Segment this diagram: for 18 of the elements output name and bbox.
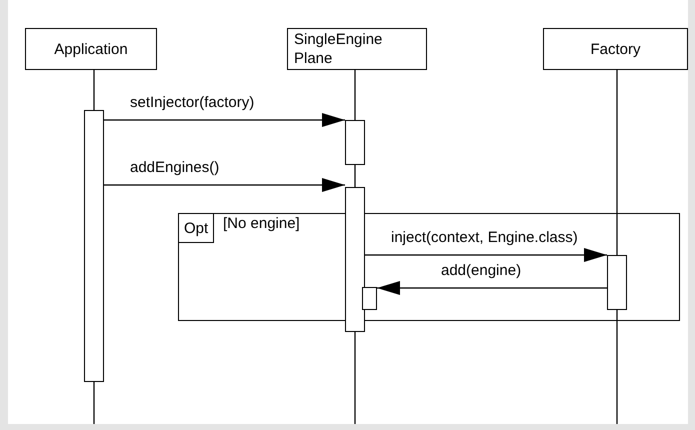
activation-bar [606,254,626,310]
message-label: setInjector(factory) [128,94,256,111]
lifeline-header: Factory [543,28,688,70]
activation-bar [345,120,365,165]
activation-bar [345,187,365,332]
message-label: inject(context, Engine.class) [389,229,580,246]
message-label: add(engine) [439,262,524,279]
message-arrow [104,113,345,127]
message-arrow [104,178,345,192]
message-arrow [377,281,607,295]
message-arrow [365,248,607,262]
guard-condition: [No engine] [223,214,300,234]
lifeline-header: Application [25,28,157,70]
message-label: addEngines() [128,159,222,176]
activation-bar [84,110,104,382]
fragment-operator: Opt [179,214,214,243]
fragment-frame [178,213,680,321]
lifeline-header: SingleEngine Plane [287,28,427,70]
